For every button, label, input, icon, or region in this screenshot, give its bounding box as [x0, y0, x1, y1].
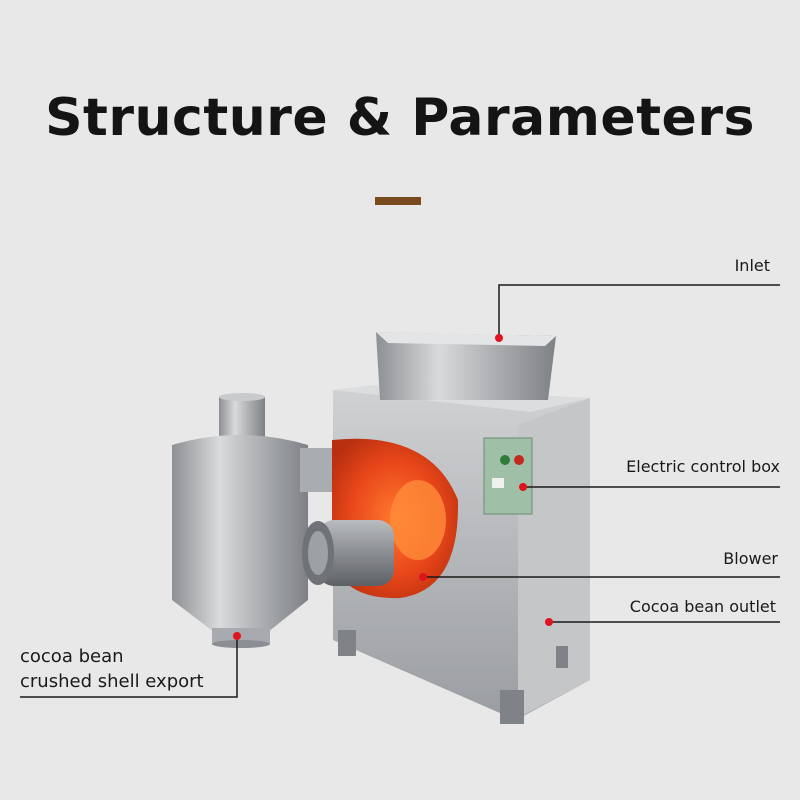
callout-outlet: Cocoa bean outlet [629, 597, 776, 616]
blower-marker [419, 573, 427, 581]
inlet-marker [495, 334, 503, 342]
page-title: Structure & Parameters [45, 88, 755, 148]
motor [302, 520, 394, 586]
callout-control-box: Electric control box [626, 457, 780, 476]
callout-shell-export-line1: cocoa bean [20, 646, 124, 667]
outlet-marker [545, 618, 553, 626]
inlet-hopper [376, 332, 556, 400]
callout-markers [233, 334, 553, 640]
shell-export-marker [233, 632, 241, 640]
electric-control-box [483, 437, 533, 515]
title-accent-bar [375, 197, 421, 205]
callout-shell-export-line2: crushed shell export [20, 671, 204, 692]
control-box-marker [519, 483, 527, 491]
cyclone-separator [172, 393, 336, 648]
callout-inlet: Inlet [734, 256, 770, 275]
callout-blower: Blower [723, 549, 778, 568]
callout-lines [20, 284, 780, 698]
callout-shell-export: cocoa bean crushed shell export [20, 644, 204, 694]
